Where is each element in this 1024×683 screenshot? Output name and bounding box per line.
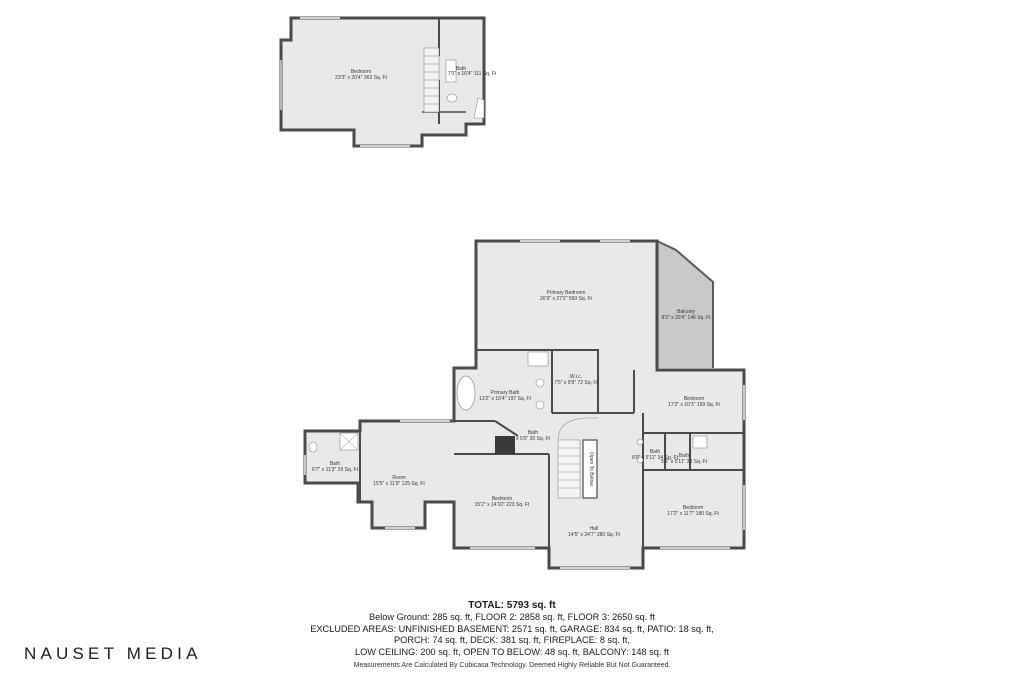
room-size: 15'2" x 14'10" 223 Sq. Ft — [475, 502, 530, 508]
shower — [473, 97, 485, 119]
room-size: 5'6" x 5'11" 33 Sq. Ft — [661, 459, 708, 465]
room-label: Bedroom — [351, 69, 371, 75]
room-label: Bedroom — [492, 496, 512, 502]
windows — [304, 240, 745, 569]
room-label: Balcony — [677, 309, 695, 315]
fireplace-block — [495, 436, 515, 454]
sink — [636, 456, 644, 464]
sink — [636, 438, 644, 446]
area-summary: TOTAL: 5793 sq. ft Below Ground: 285 sq.… — [212, 600, 812, 671]
room-size: 17'2" x 11'7" 180 Sq. Ft — [667, 511, 719, 517]
room-label: Hall — [590, 526, 599, 532]
room-label: Bath — [528, 430, 539, 436]
room-size: 17'2" x 10'3" 159 Sq. Ft — [668, 402, 720, 408]
bathtub — [456, 375, 476, 411]
open-to-below-label: Open To Below — [588, 452, 594, 486]
floor-plan: Bedroom 23'3" x 20'4" 363 Sq. Ft Bath 7'… — [279, 16, 746, 570]
interior-walls — [359, 349, 744, 548]
excluded-areas: PORCH: 74 sq. ft, DECK: 381 sq. ft, FIRE… — [394, 635, 630, 645]
room-label: Bath — [679, 453, 690, 459]
vanity — [445, 59, 457, 83]
room-label: Bedroom — [684, 396, 704, 402]
room-label: W.i.c. — [570, 374, 582, 380]
main-floor: Primary Bedroom 26'9" x 27'2" 560 Sq. Ft… — [303, 239, 746, 570]
room-label: Primary Bedroom — [547, 290, 586, 296]
room-size: 15'5" x 11'9" 125 Sq. Ft — [373, 481, 425, 487]
area-breakdown: Below Ground: 285 sq. ft, FLOOR 2: 2858 … — [369, 612, 655, 622]
excluded-areas: EXCLUDED AREAS: UNFINISHED BASEMENT: 257… — [310, 623, 714, 634]
room-size: 6'7" x 11'3" 39 Sq. Ft — [312, 467, 359, 473]
room-label: Bedroom — [683, 505, 703, 511]
room-size: 26'9" x 27'2" 560 Sq. Ft — [540, 296, 592, 302]
room-label: Room — [392, 475, 405, 481]
balcony-area — [657, 241, 713, 368]
room-size: 23'3" x 20'4" 363 Sq. Ft — [335, 75, 387, 81]
closet-shelf — [527, 351, 549, 367]
shower — [692, 435, 708, 449]
room-size: 14'5" x 24'7" 280 Sq. Ft — [568, 532, 620, 538]
balcony-edge — [656, 240, 714, 368]
room-size: 7'5" x 9'9" 72 Sq. Ft — [554, 380, 598, 386]
room-size: 6'0" x 5'11" 34 Sq. Ft — [632, 455, 679, 461]
main-floor-area — [305, 241, 744, 568]
room-size: 13'2" x 16'4" 197 Sq. Ft — [479, 396, 531, 402]
room-label: Bath — [456, 66, 467, 72]
room-size: x 5'0" 20 Sq. Ft — [516, 436, 550, 442]
upper-floor: Bedroom 23'3" x 20'4" 363 Sq. Ft Bath 7'… — [279, 16, 497, 148]
room-label: Bath — [650, 449, 661, 455]
room-size: 7'0" x 16'4" 111 Sq. Ft — [448, 71, 497, 77]
upper-stairs — [423, 47, 440, 113]
sink — [535, 378, 545, 388]
disclaimer: Measurements Are Calculated By Cubicasa … — [353, 662, 671, 669]
open-to-below-box — [582, 439, 598, 499]
excluded-areas: LOW CEILING: 200 sq. ft, OPEN TO BELOW: … — [354, 646, 670, 657]
toilet — [308, 441, 318, 453]
upper-floor-walls — [279, 16, 486, 148]
brand-logo: NAUSET MEDIA — [24, 644, 202, 663]
total-area: TOTAL: 5793 sq. ft — [468, 600, 556, 611]
toilet — [446, 93, 458, 103]
room-size: 8'3" x 20'4" 146 Sq. Ft — [661, 315, 711, 321]
room-label: Bath — [330, 461, 341, 467]
main-stairs — [557, 417, 598, 499]
room-label: Primary Bath — [491, 390, 520, 396]
sink — [535, 400, 545, 410]
main-floor-walls — [303, 239, 746, 570]
